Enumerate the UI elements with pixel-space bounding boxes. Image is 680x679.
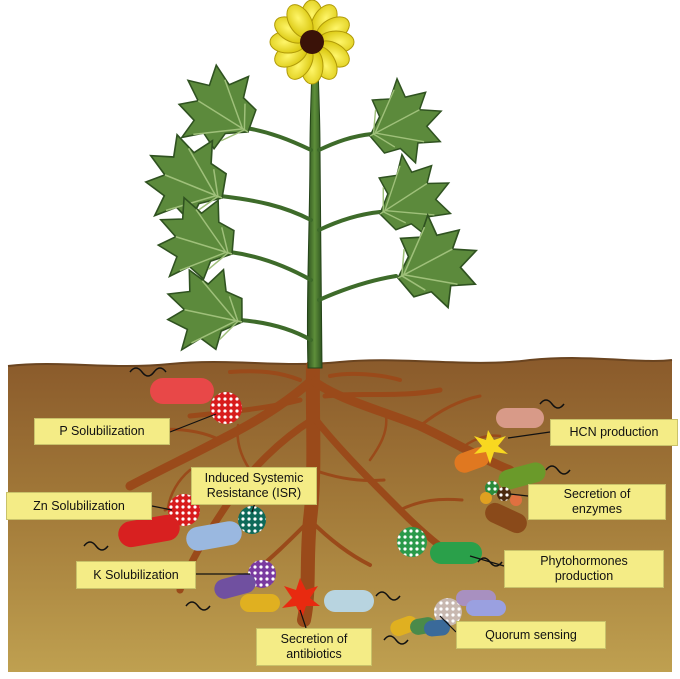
label-p-solubilization: P Solubilization <box>34 418 170 445</box>
label-induced-systemic-resistance: Induced Systemic Resistance (ISR) <box>191 467 317 505</box>
label-zn-solubilization: Zn Solubilization <box>6 492 152 520</box>
label-secretion-of-enzymes: Secretion of enzymes <box>528 484 666 520</box>
label-secretion-of-antibiotics: Secretion of antibiotics <box>256 628 372 666</box>
label-hcn-production: HCN production <box>550 419 678 446</box>
label-k-solubilization: K Solubilization <box>76 561 196 589</box>
label-phytohormones-production: Phytohormones production <box>504 550 664 588</box>
label-quorum-sensing: Quorum sensing <box>456 621 606 649</box>
